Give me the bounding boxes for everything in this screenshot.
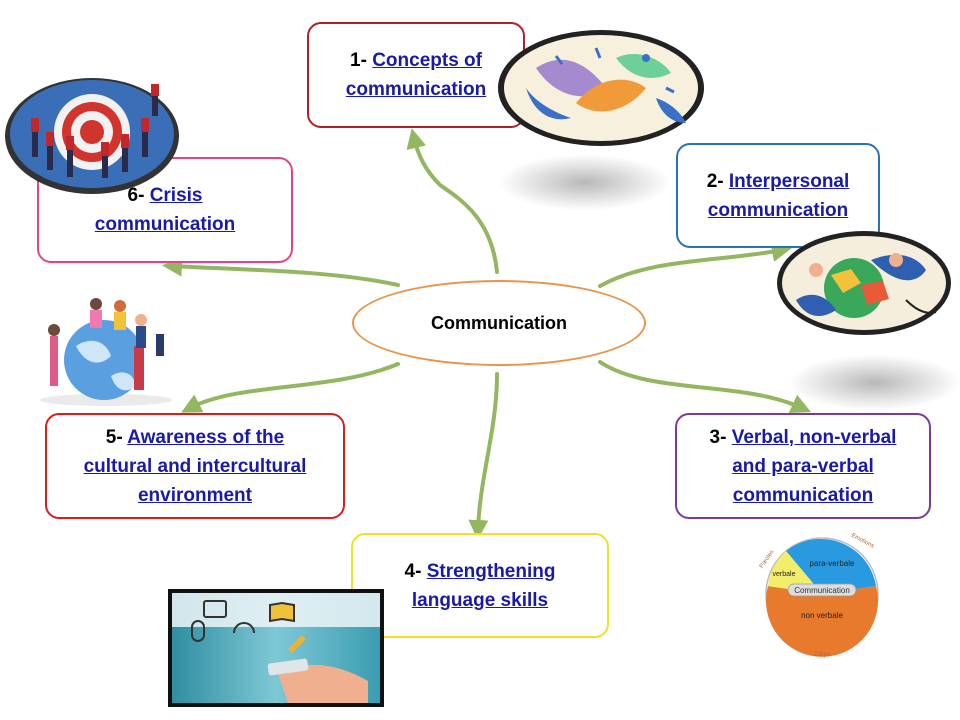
pie-label-corps: Corps [814, 652, 830, 658]
pie-label-verbal: verbale [773, 571, 796, 578]
center-node: Communication [352, 280, 646, 366]
center-label: Communication [430, 312, 567, 333]
teamwork-puzzle-illustration [777, 231, 951, 335]
pie-slice-para [786, 538, 876, 594]
shadow-1 [500, 155, 670, 210]
globe-people-illustration [40, 298, 172, 406]
connector-1 [406, 128, 499, 274]
mobile-learning-photo [168, 589, 384, 707]
node-6-prefix: 6- [127, 185, 150, 206]
connector-6 [162, 256, 400, 287]
node-2-prefix: 2- [706, 170, 729, 192]
node-5-prefix: 5- [105, 426, 128, 448]
connector-3 [598, 360, 812, 414]
node-1-prefix: 1- [350, 50, 373, 71]
abstract-faces-illustration [498, 30, 704, 146]
pie-label-communication: Communication [794, 586, 850, 595]
node-3-prefix: 3- [709, 426, 732, 448]
connector-4 [468, 372, 499, 540]
connector-2 [598, 242, 792, 288]
pie-label-nonverbal: non verbale [801, 611, 843, 620]
target-team-illustration [5, 78, 179, 194]
pie-label-para: para-verbale [810, 559, 855, 568]
node-4-prefix: 4- [404, 560, 427, 582]
shadow-2 [790, 355, 960, 410]
pie-slice-nonverbal [766, 586, 878, 657]
connector-5 [181, 362, 400, 413]
communication-pie: Communication para-verbale verbale non v… [759, 533, 879, 658]
pie-slice-verbal [768, 551, 822, 594]
